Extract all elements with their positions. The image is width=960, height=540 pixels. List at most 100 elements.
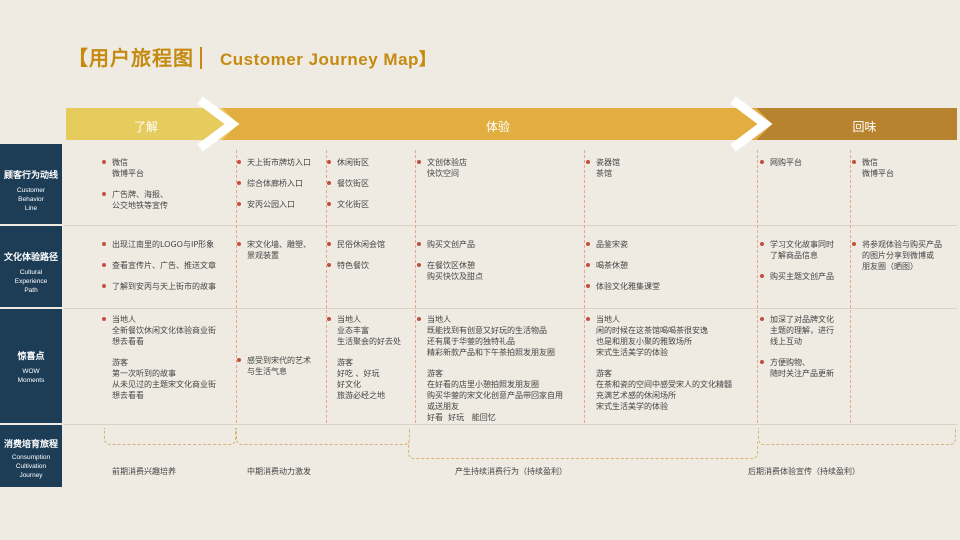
stage-bracket xyxy=(758,428,956,445)
title-cn: 【用户旅程图 xyxy=(68,46,194,70)
list-item: 游客 好吃 、好玩 好文化 旅游必经之地 xyxy=(327,357,401,401)
stage-label-late: 后期消费体验宣传（持续盈利） xyxy=(748,467,860,476)
row-header-cn: 文化体验路径 xyxy=(3,253,58,263)
item-text: 体验文化雅集课堂 xyxy=(596,282,660,291)
item-text: 特色餐饮 xyxy=(337,261,369,270)
column-divider xyxy=(850,150,851,423)
bullet-dot xyxy=(327,202,331,206)
cell-r0-c4: 瓷器馆 茶馆 xyxy=(586,157,620,189)
row-header-en: WOW Moments xyxy=(17,368,45,384)
bullet-dot xyxy=(417,160,421,164)
list-item: 方便购物、 随时关注产品更新 xyxy=(760,357,834,379)
list-item: 瓷器馆 茶馆 xyxy=(586,157,620,179)
bullet-dot xyxy=(586,317,590,321)
bullet-dot xyxy=(237,160,241,164)
cell-r1-c0: 出现江南里的LOGO与IP形象 查看宣传片、广告、推送文章 了解到安丙与天上街市… xyxy=(102,239,216,302)
list-item: 购买主题文创产品 xyxy=(760,271,834,282)
item-text: 喝茶休憩 xyxy=(596,261,628,270)
list-item: 购买文创产品 xyxy=(417,239,483,250)
bullet-dot xyxy=(102,242,106,246)
column-divider xyxy=(236,150,237,423)
item-text: 民俗休闲会馆 xyxy=(337,240,385,249)
stage-label-sustained: 产生持续消费行为（持续盈利） xyxy=(455,467,567,476)
row-header-en: Cultural Experience Path xyxy=(14,269,48,294)
cell-r0-c1: 天上街市牌坊入口 综合体廊桥入口 安丙公园入口 xyxy=(237,157,311,220)
bullet-dot xyxy=(237,181,241,185)
item-text: 游客 在好看的店里小憩拍照发朋友圈 购买华蓥的宋文化创意产品带回家自用 或送朋友… xyxy=(427,369,563,422)
list-item: 喝茶休憩 xyxy=(586,260,660,271)
list-item: 文创体验店 快饮空间 xyxy=(417,157,467,179)
phase-label-reminisce: 回味 xyxy=(852,120,877,134)
item-text: 感受到宋代的艺术 与生活气息 xyxy=(247,356,311,376)
bullet-dot xyxy=(327,263,331,267)
phase-arrow-reminisce xyxy=(756,108,957,140)
list-item: 微信 微博平台 xyxy=(102,157,168,179)
item-text: 安丙公园入口 xyxy=(247,200,295,209)
stage-bracket xyxy=(408,442,758,459)
item-text: 休闲街区 xyxy=(337,158,369,167)
column-divider xyxy=(584,150,585,423)
row-divider xyxy=(64,225,957,226)
item-text: 品鉴宋瓷 xyxy=(596,240,628,249)
cell-r2-c1: 感受到宋代的艺术 与生活气息 xyxy=(237,355,311,387)
item-text: 宋文化墙、雕塑、 景观装置 xyxy=(247,240,311,260)
list-item: 民俗休闲会馆 xyxy=(327,239,385,250)
cell-r1-c3: 购买文创产品 在餐饮区休憩 购买快饮及甜点 xyxy=(417,239,483,292)
phase-arrow-experience xyxy=(222,108,772,140)
cell-r2-c5: 加深了对品牌文化 主题的理解，进行 线上互动 方便购物、 随时关注产品更新 xyxy=(760,314,834,389)
item-text: 餐饮街区 xyxy=(337,179,369,188)
list-item: 查看宣传片、广告、推送文章 xyxy=(102,260,216,271)
cell-r2-c4: 当地人 闲的时候在这茶馆喝喝茶很安逸 也是和朋友小聚的雅致场所 宋式生活美学的体… xyxy=(586,314,732,422)
item-text: 游客 好吃 、好玩 好文化 旅游必经之地 xyxy=(337,358,385,400)
bullet-dot xyxy=(586,284,590,288)
phase-arrow-understand xyxy=(66,108,238,140)
bullet-dot xyxy=(417,317,421,321)
cell-r1-c2: 民俗休闲会馆 特色餐饮 xyxy=(327,239,385,281)
bullet-dot xyxy=(102,284,106,288)
bullet-dot xyxy=(102,317,106,321)
cell-r0-c5: 网购平台 xyxy=(760,157,802,178)
item-text: 文创体验店 快饮空间 xyxy=(427,158,467,178)
chevron-divider-2 xyxy=(730,96,773,152)
bullet-dot xyxy=(327,317,331,321)
bullet-dot xyxy=(237,242,241,246)
item-text: 购买主题文创产品 xyxy=(770,272,834,281)
item-text: 网购平台 xyxy=(770,158,802,167)
bullet-dot xyxy=(586,242,590,246)
bullet-dot xyxy=(417,263,421,267)
stage-bracket xyxy=(104,428,236,445)
list-item: 当地人 闲的时候在这茶馆喝喝茶很安逸 也是和朋友小聚的雅致场所 宋式生活美学的体… xyxy=(586,314,732,358)
bullet-dot xyxy=(760,160,764,164)
item-text: 当地人 既能找到有创意又好玩的生活物品 还有属于华蓥的独特礼品 精彩新款产品和下… xyxy=(427,315,555,357)
list-item: 当地人 业态丰富 生活聚会的好去处 xyxy=(327,314,401,347)
item-text: 游客 第一次听到的故事 从未见过的主题宋文化商业街 想去看看 xyxy=(112,358,216,400)
list-item: 综合体廊桥入口 xyxy=(237,178,311,189)
title-divider xyxy=(200,47,202,69)
bullet-dot xyxy=(586,263,590,267)
item-text: 加深了对品牌文化 主题的理解，进行 线上互动 xyxy=(770,315,834,346)
stage-bracket xyxy=(236,428,410,445)
list-item: 餐饮街区 xyxy=(327,178,369,189)
bullet-dot xyxy=(327,242,331,246)
list-item: 体验文化雅集课堂 xyxy=(586,281,660,292)
cell-r1-c4: 品鉴宋瓷 喝茶休憩 体验文化雅集课堂 xyxy=(586,239,660,302)
cell-r2-c0: 当地人 全新餐饮休闲文化体验商业街 想去看看 游客 第一次听到的故事 从未见过的… xyxy=(102,314,216,411)
cell-r2-c3: 当地人 既能找到有创意又好玩的生活物品 还有属于华蓥的独特礼品 精彩新款产品和下… xyxy=(417,314,563,433)
list-item: 学习文化故事同时 了解商品信息 xyxy=(760,239,834,261)
column-divider xyxy=(415,150,416,423)
list-item: 微信 微博平台 xyxy=(852,157,894,179)
bullet-dot xyxy=(102,263,106,267)
list-item: 网购平台 xyxy=(760,157,802,168)
row-header-cn: 顾客行为动线 xyxy=(3,171,58,181)
item-text: 文化街区 xyxy=(337,200,369,209)
cell-r2-c2: 当地人 业态丰富 生活聚会的好去处 游客 好吃 、好玩 好文化 旅游必经之地 xyxy=(327,314,401,411)
list-item: 文化街区 xyxy=(327,199,369,210)
list-item: 游客 在茶和瓷的空间中感受宋人的文化精髓 充满艺术感的休闲场所 宋式生活美学的体… xyxy=(586,368,732,412)
cell-r0-c0: 微信 微博平台 广告牌、海报、 公交地铁等宣传 xyxy=(102,157,168,221)
title-en: Customer Journey Map】 xyxy=(220,50,437,69)
bullet-dot xyxy=(586,160,590,164)
stage-label-early: 前期消费兴趣培养 xyxy=(112,467,176,476)
row-divider xyxy=(64,308,957,309)
